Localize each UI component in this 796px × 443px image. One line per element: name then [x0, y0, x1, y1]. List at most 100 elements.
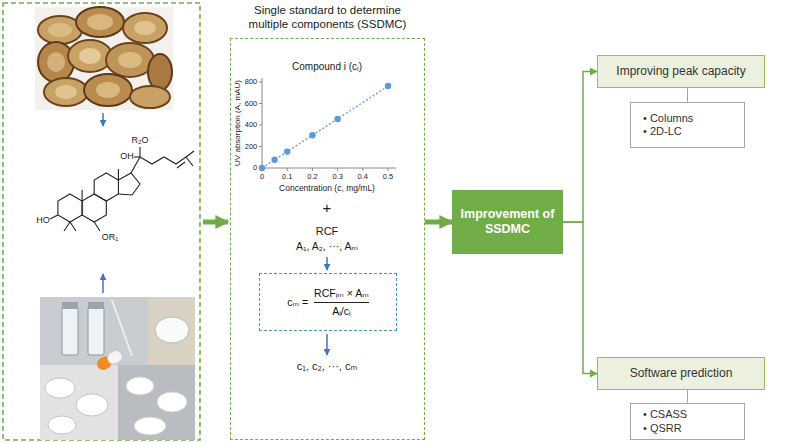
- box-label: Improving peak capacity: [616, 64, 745, 78]
- licorice-photo: [148, 54, 172, 90]
- link-line: [687, 88, 688, 102]
- formula-term: RCFᵢₘ × Aₘ: [314, 287, 369, 300]
- product-photos: [62, 307, 78, 355]
- chart-title: Compound i (cᵢ): [292, 61, 362, 72]
- result-list: c₁, c₂, ···, cₘ: [297, 360, 358, 372]
- chemical-structure: [177, 162, 185, 168]
- licorice-photo: [118, 52, 142, 68]
- product-photos: [62, 302, 78, 309]
- product-photos: [112, 300, 132, 356]
- licorice-photo: [47, 52, 65, 72]
- product-photos: [40, 297, 148, 365]
- source-panel: [3, 3, 200, 440]
- chemical-structure: [118, 173, 140, 195]
- tick-label: 0.2: [307, 173, 317, 181]
- tick-label: 0: [253, 164, 257, 172]
- licorice-photo: [123, 13, 167, 43]
- licorice-photo: [96, 82, 120, 98]
- product-photos: [40, 297, 195, 440]
- calibration-chart: [312, 168, 313, 171]
- flow-arrow: [102, 274, 104, 293]
- bullet-item: • Columns: [643, 112, 693, 125]
- calibration-chart: [259, 82, 262, 83]
- tick-label: 0.1: [282, 173, 292, 181]
- calibration-chart: [262, 84, 392, 169]
- chemical-structure: [118, 169, 119, 180]
- bullet-item: • CSASS: [643, 408, 687, 421]
- licorice-photo: [35, 7, 173, 110]
- substituent-label: HO: [36, 216, 50, 226]
- chemical-structure: [139, 147, 140, 157]
- calibration-chart: [287, 168, 288, 171]
- fraction: RCFᵢₘ × Aₘ Aᵢ/cᵢ: [314, 287, 369, 317]
- chemical-structure: [186, 151, 194, 157]
- formula-term: cₘ =: [287, 296, 308, 309]
- chemical-structure: [50, 215, 58, 219]
- substituent-label: R₂O: [132, 136, 149, 146]
- tick-label: 0.4: [358, 173, 368, 181]
- box-label: Software prediction: [630, 366, 733, 380]
- fraction-bar: [314, 302, 369, 303]
- source-panel: [3, 3, 200, 440]
- product-photos: [118, 365, 195, 440]
- chemical-structure: [186, 157, 193, 166]
- chemical-structure: [58, 194, 82, 222]
- formula-arrow: [326, 257, 328, 270]
- tick-label: 0.3: [332, 173, 342, 181]
- calibration-chart: [284, 148, 290, 154]
- licorice-photo: [44, 78, 88, 106]
- tick-label: 600: [245, 99, 258, 107]
- licorice-photo: [79, 48, 101, 64]
- bullet-item: • 2D-LC: [643, 125, 682, 138]
- calibration-chart: [334, 116, 340, 122]
- product-photos: [155, 317, 189, 343]
- calibration-chart: [259, 165, 265, 171]
- product-photos: [88, 307, 104, 355]
- product-photos: [95, 348, 124, 372]
- product-photos: [126, 377, 154, 395]
- chemical-structure: [140, 157, 186, 164]
- product-photos: [40, 365, 118, 440]
- licorice-photo: [55, 85, 77, 99]
- chemical-structure: [82, 190, 83, 201]
- bullet-item: • QSRR: [643, 422, 682, 435]
- chemical-structure: [94, 173, 118, 201]
- chemical-structure: [94, 222, 100, 231]
- method-list-box: • Columns• 2D-LC: [630, 102, 745, 148]
- axis-label: Concentration (c, mg/mL): [279, 184, 375, 193]
- axis-label: UV absorption (A, mAU): [234, 80, 243, 166]
- formula-box: cₘ = RCFᵢₘ × Aₘ Aᵢ/cᵢ: [259, 273, 397, 331]
- chemical-structure: [134, 156, 140, 157]
- product-photos: [45, 378, 75, 398]
- licorice-photo: [68, 40, 112, 72]
- product-photos: [134, 417, 166, 435]
- panel-heading: Single standard to determine multiple co…: [236, 4, 419, 32]
- substituent-label: OR₁: [102, 233, 119, 243]
- formula-term: Aᵢ/cᵢ: [332, 305, 350, 318]
- branch-arrow: [563, 222, 597, 374]
- tick-label: 400: [245, 121, 258, 129]
- calibration-chart: [388, 168, 389, 171]
- product-photos: [105, 348, 124, 366]
- flow-arrow: [102, 113, 104, 126]
- licorice-photo: [130, 86, 170, 108]
- calibration-chart: [259, 103, 262, 104]
- flow-arrow: [425, 220, 452, 225]
- product-photos: [157, 392, 187, 412]
- calibration-chart: [262, 78, 263, 168]
- chemical-structure: [82, 194, 106, 222]
- flow-arrow: [103, 113, 104, 293]
- strategy-box: Software prediction: [597, 357, 765, 390]
- method-list-box: • CSASS• QSRR: [630, 403, 745, 440]
- tick-label: 0.5: [383, 173, 393, 181]
- product-photos: [88, 302, 104, 309]
- calibration-chart: [259, 125, 262, 126]
- calibration-chart: [362, 168, 363, 171]
- licorice-photo: [35, 7, 173, 110]
- branch-arrow: [563, 72, 597, 223]
- licorice-photo: [87, 14, 113, 30]
- licorice-photo: [134, 21, 156, 35]
- licorice-photo: [76, 7, 124, 37]
- formula-arrow: [326, 334, 328, 355]
